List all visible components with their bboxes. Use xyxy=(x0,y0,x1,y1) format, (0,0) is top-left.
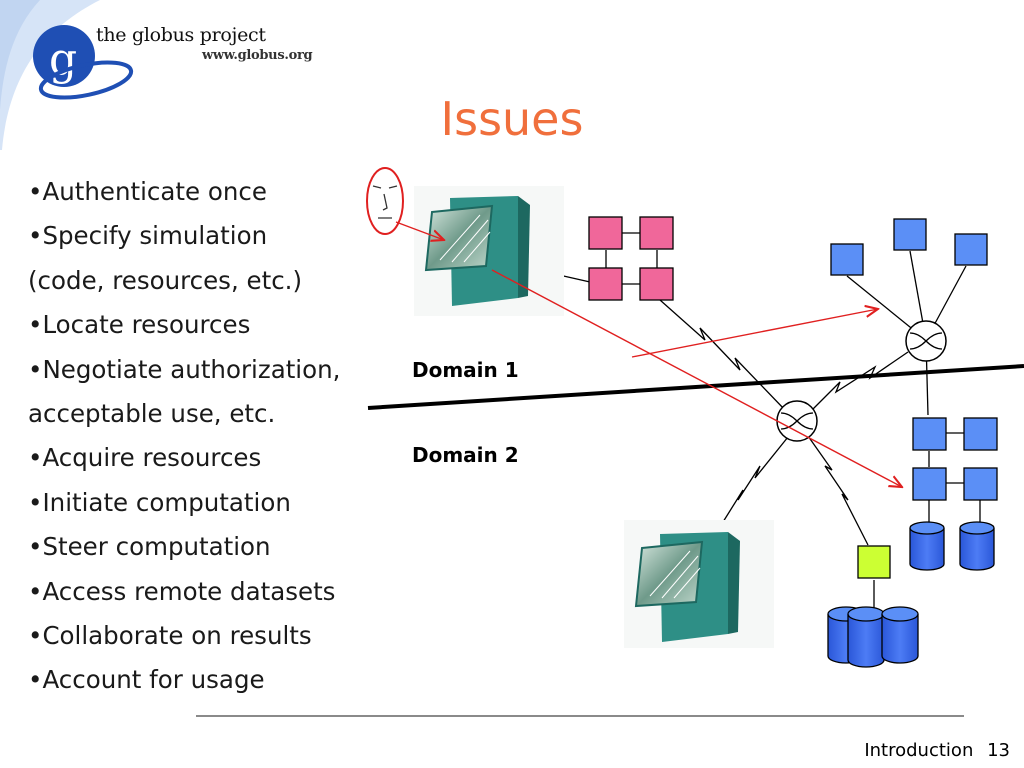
footer: Introduction 13 xyxy=(856,740,1010,761)
blue-node xyxy=(830,243,864,276)
bullet-item: •Specify simulation xyxy=(28,221,268,251)
pink-node xyxy=(639,267,674,301)
bullet-item: •Authenticate once xyxy=(28,177,267,206)
flow-arrows xyxy=(395,221,902,487)
logo-url: www.globus.org xyxy=(202,48,313,63)
server-icon xyxy=(624,520,774,648)
blue-node xyxy=(912,417,947,451)
blue-node xyxy=(963,417,998,451)
router-icon xyxy=(776,400,818,442)
user-face-icon xyxy=(366,167,404,235)
blue-node xyxy=(963,467,998,501)
blue-node-cluster-upper xyxy=(830,218,988,276)
database-group-icon xyxy=(827,606,919,668)
slide-title: Issues xyxy=(440,92,584,146)
domain-1-label: Domain 1 xyxy=(412,358,519,382)
pink-node xyxy=(588,267,623,301)
footer-divider xyxy=(196,715,964,717)
bullet-item: •Account for usage xyxy=(28,665,265,695)
pink-node-cluster xyxy=(588,216,674,301)
bullet-item: (code, resources, etc.) xyxy=(28,265,303,295)
yellow-node xyxy=(857,545,891,579)
bullet-item: •Steer computation xyxy=(28,532,271,562)
pink-node xyxy=(639,216,674,250)
page-number: 13 xyxy=(987,740,1010,761)
bullet-list: •Authenticate once •Specify simulation (… xyxy=(28,170,340,703)
globus-logo-icon: g xyxy=(33,25,134,100)
blue-node xyxy=(912,467,947,501)
bullet-item: •Collaborate on results xyxy=(28,620,312,650)
domain-2-label: Domain 2 xyxy=(412,443,519,467)
footer-section: Introduction xyxy=(864,740,974,761)
database-icon xyxy=(959,521,995,571)
bullet-item: •Negotiate authorization, xyxy=(28,354,341,384)
bullet-item: •Initiate computation xyxy=(28,487,291,517)
bullet-item: •Locate resources xyxy=(28,310,251,340)
database-icon xyxy=(909,521,945,571)
bullet-item: •Access remote datasets xyxy=(28,576,336,606)
logo-name: the globus project xyxy=(96,24,266,46)
blue-node-cluster-lower xyxy=(912,417,998,501)
bullet-item: acceptable use, etc. xyxy=(28,398,276,428)
pink-node xyxy=(588,216,623,250)
router-icon xyxy=(905,320,947,362)
corner-swoosh: g xyxy=(0,0,134,150)
blue-node xyxy=(893,218,927,251)
blue-node xyxy=(954,233,988,266)
domain-divider-line xyxy=(367,364,1024,410)
bullet-item: •Acquire resources xyxy=(28,443,262,473)
